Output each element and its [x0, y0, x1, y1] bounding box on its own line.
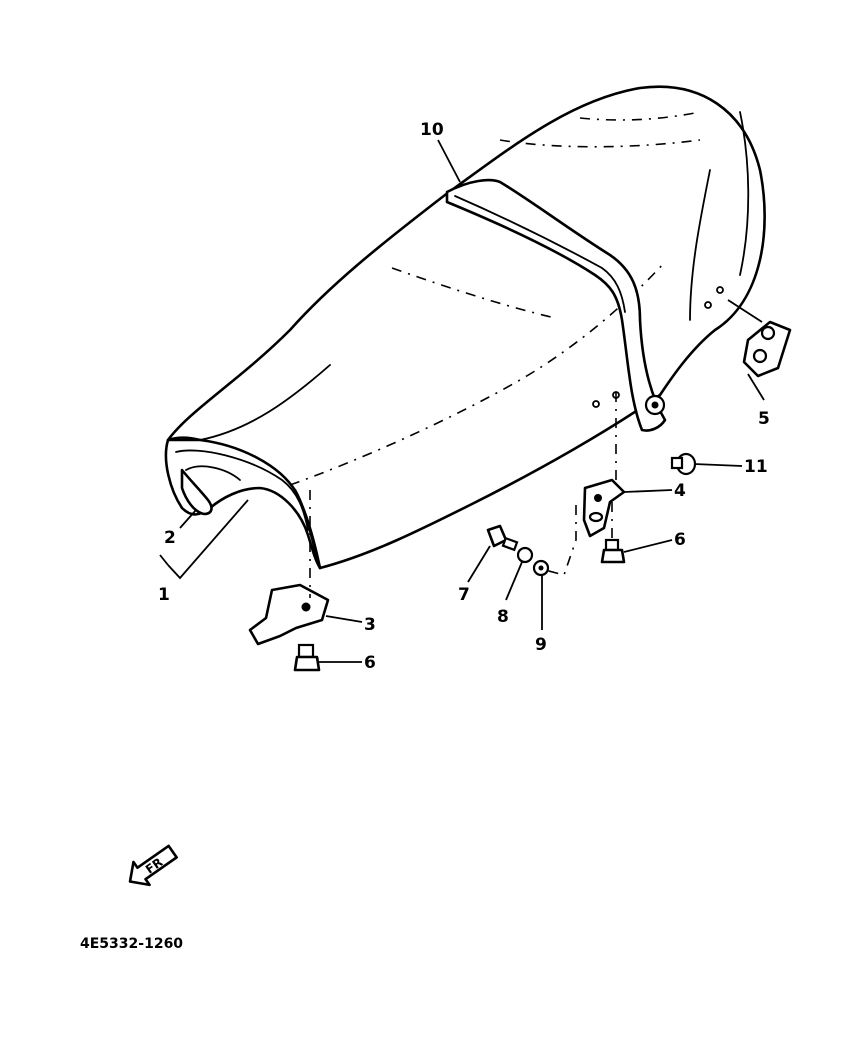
- bracket-rear-hole: [594, 494, 602, 502]
- fr-arrow-shape: [128, 844, 178, 887]
- leader-3: [325, 615, 363, 623]
- latch-bolt-top: [760, 325, 776, 341]
- bolt-rear-shank: [604, 538, 620, 552]
- callouts: 10 2 1 3 6 4 6 5 11 7 8 9: [158, 120, 770, 673]
- latch-plate: [742, 320, 792, 378]
- callout-9: 9: [535, 635, 547, 655]
- callout-7: 7: [458, 585, 470, 605]
- leader-11: [693, 463, 743, 467]
- seat-seam-2: [289, 261, 666, 486]
- part-9-washer-hole: [538, 565, 544, 571]
- leader-1: [167, 499, 249, 580]
- callout-8: 8: [497, 607, 509, 627]
- mount-mark-3: [716, 286, 724, 294]
- bracket-rear-slot: [588, 511, 604, 523]
- part-2-cover: [180, 468, 213, 516]
- part-6-bolt-front: [293, 643, 321, 672]
- seat-seam-4: [579, 111, 701, 121]
- callout-3: 3: [364, 615, 376, 635]
- mounting-marks: [592, 286, 724, 408]
- seat-body: [164, 85, 766, 570]
- bolt-front-head: [293, 655, 321, 672]
- strap-band: [445, 178, 667, 432]
- callout-1: 1: [158, 585, 170, 605]
- seat-underside-line: [175, 449, 309, 531]
- leader-10: [437, 139, 461, 183]
- leader-lines: [159, 139, 765, 663]
- bolt-7-shank: [501, 536, 519, 552]
- seat-seam-front: [199, 364, 331, 441]
- front-cover-shape: [180, 468, 213, 516]
- align-line-bracket: [544, 505, 577, 576]
- knob-stem: [670, 456, 684, 470]
- leader-1-b: [159, 554, 169, 566]
- callout-10: 10: [420, 120, 444, 140]
- bracket-front-hole: [301, 602, 311, 612]
- part-7-bolt: [486, 524, 519, 552]
- seat-seam-1: [391, 267, 556, 319]
- part-4-bracket: [582, 478, 626, 538]
- leader-4: [623, 489, 673, 493]
- seat-rear-side: [689, 169, 711, 321]
- part-3-bracket: [248, 583, 330, 646]
- leader-7: [467, 545, 491, 583]
- seat-front-face: [164, 438, 322, 570]
- bracket-front: [248, 583, 330, 646]
- seat-underside-line-2: [185, 465, 241, 481]
- callout-2: 2: [164, 528, 176, 548]
- part-6-bolt-rear: [600, 538, 626, 564]
- part-8-washer: [516, 546, 534, 564]
- callout-11: 11: [744, 457, 768, 477]
- bolt-front-shank: [297, 643, 315, 659]
- seat-rear-edge: [739, 111, 750, 276]
- strap-bolt-center: [651, 401, 659, 409]
- mount-mark-1: [592, 400, 600, 408]
- callout-6-front: 6: [364, 653, 376, 673]
- strap-inner-line: [454, 195, 626, 313]
- mount-mark-2: [704, 301, 712, 309]
- bolt-rear-head: [600, 548, 626, 564]
- mount-mark-4: [612, 391, 620, 399]
- leader-2: [179, 509, 197, 529]
- leader-6b: [623, 539, 673, 553]
- callout-5: 5: [758, 409, 770, 429]
- front-direction-arrow: FR: [128, 844, 178, 887]
- part-11-knob: [670, 452, 697, 476]
- leader-8: [505, 561, 523, 601]
- leader-5: [727, 299, 765, 401]
- seat-strap: [445, 178, 667, 432]
- callout-4: 4: [674, 481, 686, 501]
- callout-6-rear: 6: [674, 530, 686, 550]
- part-5-latch: [742, 320, 792, 378]
- latch-bolt-bottom: [752, 348, 768, 364]
- bracket-rear: [582, 478, 626, 538]
- part-code: 4E5332-1260: [80, 936, 183, 952]
